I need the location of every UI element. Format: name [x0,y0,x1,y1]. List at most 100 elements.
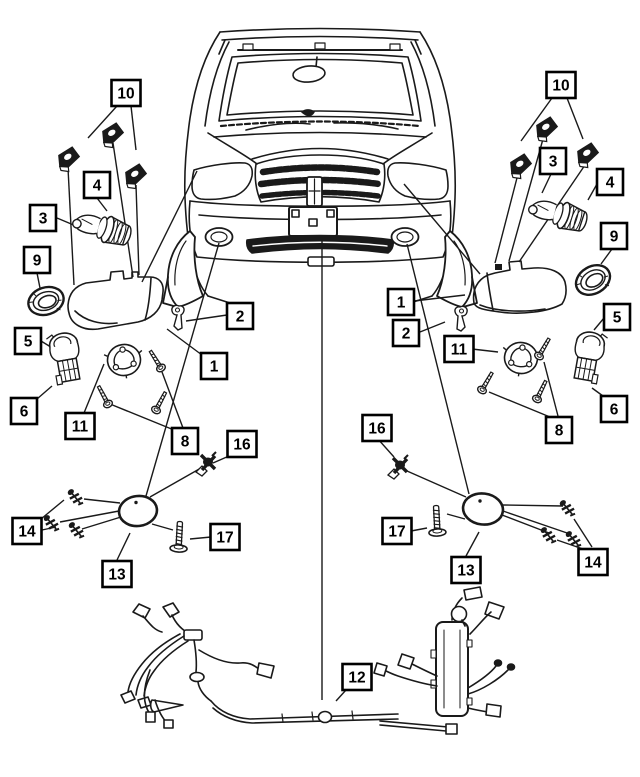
callout-9-17[interactable]: 9 [599,221,629,251]
callout-box[interactable] [599,221,629,251]
callout-3-15[interactable]: 3 [538,146,568,176]
callout-14-11[interactable]: 14 [11,516,43,546]
callout-box[interactable] [595,167,625,197]
fog-lamp-opening-right [390,227,420,247]
callout-6-5[interactable]: 6 [9,396,39,426]
leader-line [87,105,118,139]
retainer-clip [52,145,84,176]
callout-14-27[interactable]: 14 [577,547,609,577]
retainer-clip [504,152,536,183]
callout-10-0[interactable]: 10 [110,78,142,108]
callout-16-24[interactable]: 16 [361,413,393,443]
leader-line [508,138,544,262]
callout-number: 2 [236,309,245,326]
callout-1-8[interactable]: 1 [199,351,229,381]
mounting-ring-left [102,341,147,382]
callout-1-18[interactable]: 1 [386,287,416,317]
leader-line [520,97,553,142]
callout-2-19[interactable]: 2 [391,318,421,348]
callout-16-10[interactable]: 16 [226,429,258,459]
callout-number: 9 [33,253,42,270]
callout-13-12[interactable]: 13 [101,559,133,589]
callout-number: 1 [210,359,219,376]
callout-box[interactable] [209,522,241,552]
leader-line [406,470,467,498]
leader-line [36,272,41,289]
fog-lamp-screw-left [169,520,190,554]
callout-box[interactable] [602,302,632,332]
callout-box[interactable] [101,559,133,589]
leader-line [494,173,519,264]
callout-box[interactable] [443,334,475,364]
seal-ring-left [23,281,69,321]
callout-box[interactable] [381,516,413,546]
fog-lamp-left [117,494,159,528]
windshield [218,52,422,122]
callout-box[interactable] [11,516,43,546]
callout-box[interactable] [341,662,373,692]
callout-12-28[interactable]: 12 [341,662,373,692]
adjuster-clip-left [171,304,185,331]
leader-line [410,527,428,532]
callout-box[interactable] [577,547,609,577]
callout-box[interactable] [225,301,255,331]
callout-box[interactable] [386,287,416,317]
callout-10-14[interactable]: 10 [545,70,577,100]
callout-box[interactable] [82,170,112,200]
callout-11-6[interactable]: 11 [64,411,96,441]
leader-line [543,361,559,417]
callout-number: 6 [20,404,29,421]
callout-13-26[interactable]: 13 [450,555,482,585]
callout-box[interactable] [226,429,258,459]
callout-box[interactable] [544,415,574,445]
callout-box[interactable] [538,146,568,176]
callout-box[interactable] [170,426,200,456]
parts-left [23,121,218,554]
callout-8-23[interactable]: 8 [544,415,574,445]
callout-6-22[interactable]: 6 [599,394,629,424]
callout-box[interactable] [545,70,577,100]
headlamp-housing-right [472,260,567,314]
callout-number: 13 [457,563,475,580]
leader-line [96,197,108,212]
callout-box[interactable] [391,318,421,348]
leader-line [600,248,613,265]
leader-line [151,523,174,531]
callout-box[interactable] [599,394,629,424]
headlamp-bulb-and-socket-left [69,204,135,251]
leader-line [502,510,571,535]
leader-line [406,243,470,495]
callout-17-25[interactable]: 17 [381,516,413,546]
callout-17-13[interactable]: 17 [209,522,241,552]
callout-number: 10 [117,86,134,103]
callout-box[interactable] [110,78,142,108]
callout-box[interactable] [361,413,393,443]
callout-box[interactable] [64,411,96,441]
leader-line [471,348,499,353]
callout-box[interactable] [450,555,482,585]
leader-lines [36,97,613,702]
callout-box[interactable] [13,326,43,356]
leader-line [573,518,593,548]
callout-4-16[interactable]: 4 [595,167,625,197]
callout-3-2[interactable]: 3 [28,203,58,233]
fog-lamp-right [461,492,505,526]
callout-2-7[interactable]: 2 [225,301,255,331]
leader-line [166,328,203,356]
callout-number: 2 [402,326,411,343]
callout-5-21[interactable]: 5 [602,302,632,332]
callout-8-9[interactable]: 8 [170,426,200,456]
callout-box[interactable] [9,396,39,426]
callout-box[interactable] [22,245,52,275]
callout-number: 14 [18,524,36,541]
leader-line [403,183,481,275]
callout-11-20[interactable]: 11 [443,334,475,364]
callout-box[interactable] [199,351,229,381]
callout-box[interactable] [28,203,58,233]
vehicle-front-view [162,27,478,308]
callout-9-3[interactable]: 9 [22,245,52,275]
callout-5-4[interactable]: 5 [13,326,43,356]
callout-4-1[interactable]: 4 [82,170,112,200]
leader-line [36,385,53,400]
leader-line [593,317,605,331]
